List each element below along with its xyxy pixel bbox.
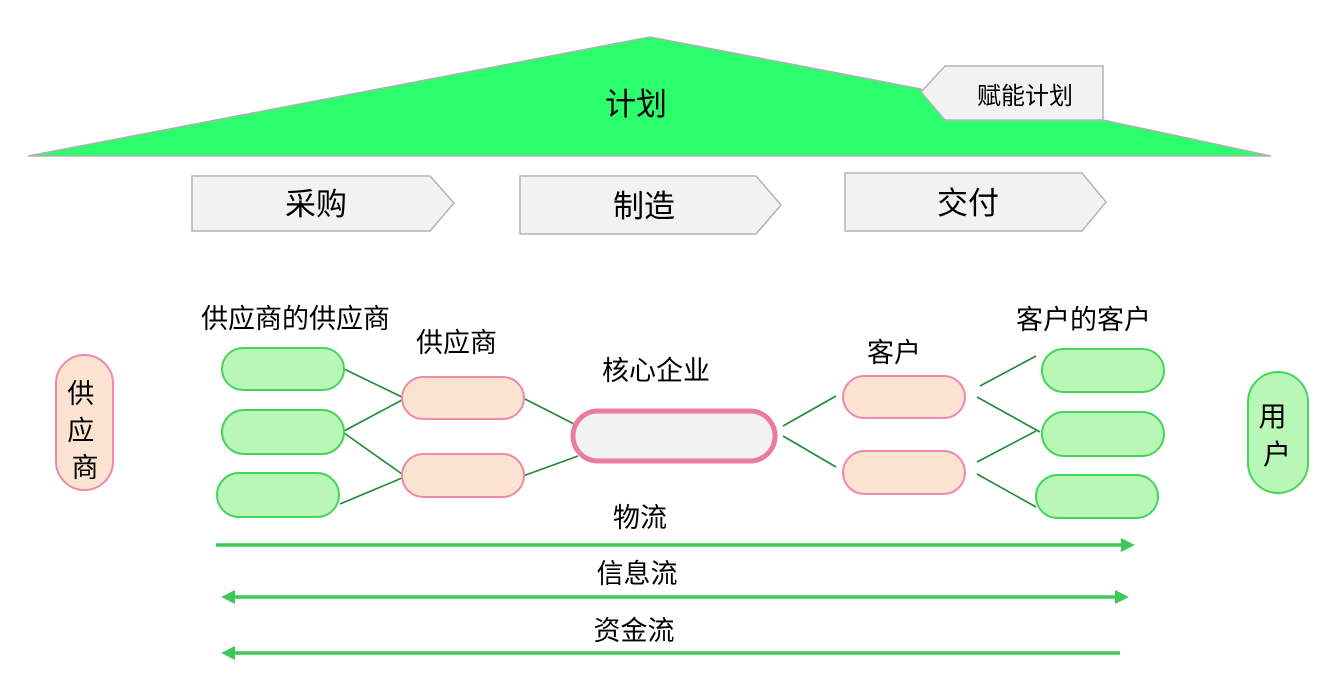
user-side-pill [1248,372,1308,493]
process-step-shape [845,173,1106,231]
flow-logistics-label: 物流 [613,503,667,534]
enable-plan-tag: 赋能计划 [919,65,1104,121]
supplier-side-label: 供 应 商 [55,354,114,491]
user-side-pill-outline [1247,371,1309,494]
plan-roof: 计划 [27,36,1272,157]
core-enterprise-label: 核心企业 [602,356,710,387]
process-step-outline [519,175,782,235]
customer-node [843,376,965,418]
connector-line [979,355,1037,387]
user-side-char-2: 户 [1263,438,1291,471]
plan-roof-shape [28,37,1271,156]
connector-line [976,473,1037,508]
customer-node-outlines [842,375,966,495]
supplier-node [402,377,524,419]
connector-line [522,455,579,477]
customer-of-customer-nodes [1036,349,1164,518]
process-step-outline [191,175,455,232]
flow-information-label: 信息流 [597,559,678,590]
customer-of-customer-node [1042,412,1164,456]
supplier-of-supplier-node [222,410,344,454]
process-step-shape [520,176,781,234]
process-step-manufacturing: 制造 [519,175,782,235]
supplier-of-supplier-node-outline [216,472,340,518]
customer-of-customer-node-outlines [1035,348,1165,519]
flow-capital: 资金流 [221,616,1120,660]
supplier-node [402,454,524,497]
customer-nodes [843,376,965,494]
connector-line [343,399,403,432]
supplier-nodes [402,377,524,497]
customer-of-customer-node-outline [1041,411,1165,457]
enable-plan-tag-outline [919,65,1104,121]
core-enterprise-outline [570,408,778,464]
customer-of-customer-node-outline [1035,474,1159,519]
flow-information: 信息流 [221,559,1129,604]
process-step-label: 制造 [613,189,675,225]
connector-line [976,430,1037,463]
user-side-char-1: 用 [1259,400,1287,433]
enable-plan-tag-shape [921,66,1103,120]
process-step-shape [192,176,454,231]
supplier-of-supplier-node [217,473,339,517]
supplier-node-outline [401,376,525,420]
supplier-of-supplier-label: 供应商的供应商 [201,304,390,335]
connector-line [343,432,403,475]
supplier-of-supplier-node [222,348,344,390]
connector-line [976,396,1041,433]
process-step-outline [844,172,1107,232]
supplier-side-char-2: 应 [67,416,94,447]
process-step-label: 交付 [937,186,999,222]
process-step-procurement: 采购 [191,175,455,232]
customer-node [843,451,965,494]
supplier-side-char-3: 商 [72,453,99,484]
enable-plan-label: 赋能计划 [977,82,1073,110]
customer-of-customer-node [1036,475,1158,518]
connector-line [343,368,403,398]
network-connectors [339,355,1041,508]
customer-node-outline [842,450,966,495]
customer-of-customer-label: 客户的客户 [1016,305,1151,336]
supplier-node-outline [401,453,525,498]
supplier-side-text: 供 应 商 [67,379,103,484]
supplier-node-outlines [401,376,525,498]
supplier-label: 供应商 [416,328,497,359]
core-enterprise-shape [573,411,775,461]
connector-line [782,435,837,468]
user-side-label: 用 户 [1247,371,1309,494]
core-enterprise-node [570,408,778,464]
supplier-of-supplier-node-outline [221,409,345,455]
connector-line [339,477,403,505]
customer-node-outline [842,375,966,419]
connector-line [782,395,837,427]
supplier-side-char-1: 供 [67,379,94,410]
supplier-of-supplier-nodes [217,348,344,517]
flow-capital-label: 资金流 [594,616,675,647]
supplier-of-supplier-node-outlines [216,347,345,518]
connector-line [522,397,579,427]
user-side-text: 用 户 [1259,400,1296,471]
process-step-delivery: 交付 [844,172,1107,232]
customer-of-customer-node-outline [1041,348,1165,393]
customer-label: 客户 [867,338,921,369]
plan-title: 计划 [605,87,667,123]
customer-of-customer-node [1042,349,1164,392]
flow-logistics: 物流 [216,503,1135,552]
process-step-label: 采购 [285,187,347,223]
supplier-side-pill-outline [55,354,114,491]
supplier-side-pill [56,355,113,490]
supplier-of-supplier-node-outline [221,347,345,391]
